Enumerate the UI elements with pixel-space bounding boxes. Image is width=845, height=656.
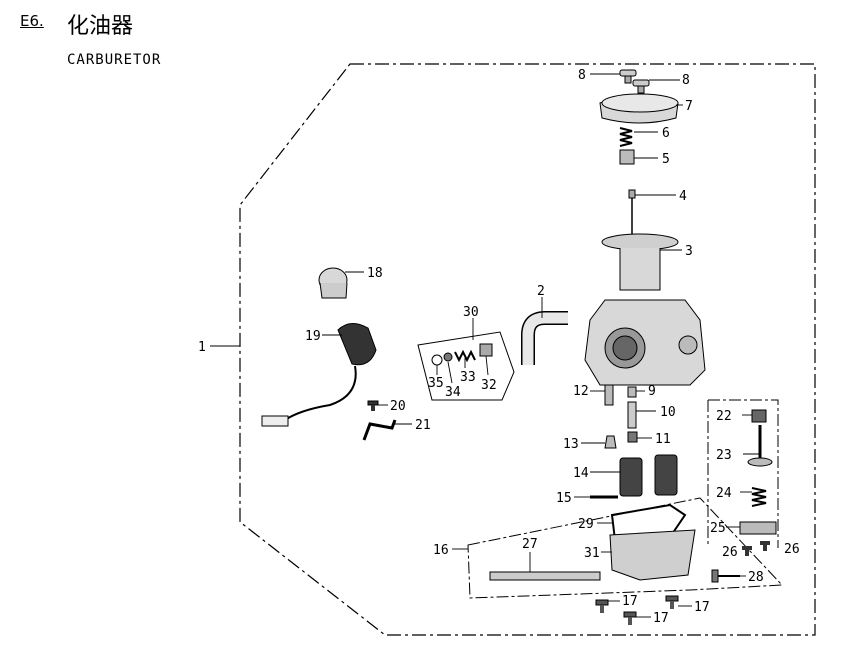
callout-1: 1 — [198, 340, 206, 355]
float-chamber-31 — [609, 529, 696, 581]
screw-26b — [760, 541, 770, 551]
callout-10: 10 — [660, 405, 676, 420]
screw-8a — [619, 69, 637, 84]
callout-8: 8 — [578, 68, 586, 83]
callout-16: 16 — [433, 543, 449, 558]
needle-jet-10 — [627, 401, 637, 429]
callout-6: 6 — [662, 126, 670, 141]
auto-choke-19 — [261, 323, 377, 427]
retainer-5 — [619, 149, 635, 165]
screw-17a — [595, 599, 609, 613]
piston-23 — [747, 425, 773, 467]
screw-26a — [742, 546, 752, 556]
callout-31: 31 — [584, 546, 600, 561]
leader-lines — [210, 73, 760, 618]
jet-needle-4 — [628, 189, 636, 235]
callout-26: 26 — [784, 542, 800, 557]
kit-box-30 — [417, 331, 515, 401]
callout-2: 2 — [537, 284, 545, 299]
callout-17: 17 — [622, 594, 638, 609]
tube-27 — [489, 571, 601, 581]
callout-7: 7 — [685, 99, 693, 114]
callout-27: 27 — [522, 537, 538, 552]
callout-35: 35 — [428, 376, 444, 391]
callout-13: 13 — [563, 437, 579, 452]
callout-25: 25 — [710, 521, 726, 536]
float-valve-13 — [604, 435, 617, 449]
callout-32: 32 — [481, 378, 497, 393]
callout-29: 29 — [578, 517, 594, 532]
callout-33: 33 — [460, 370, 476, 385]
screw-17b — [623, 611, 637, 625]
screw-28 — [711, 569, 740, 583]
callout-9: 9 — [648, 384, 656, 399]
spring-24 — [751, 487, 767, 507]
page-title-en: CARBURETOR — [67, 52, 162, 68]
callout-5: 5 — [662, 152, 670, 167]
hose-2 — [521, 311, 568, 365]
diaphragm-3 — [601, 233, 679, 291]
callout-14: 14 — [573, 466, 589, 481]
main-jet-11 — [627, 431, 638, 443]
page-title-zh: 化油器 — [67, 14, 134, 39]
callout-11: 11 — [655, 432, 671, 447]
callout-24: 24 — [716, 486, 732, 501]
kit-parts-30 — [431, 343, 493, 366]
jet-12 — [604, 384, 614, 406]
section-code: E6. — [20, 12, 44, 30]
jet-9 — [627, 386, 637, 398]
holder-25 — [739, 521, 777, 535]
callout-30: 30 — [463, 305, 479, 320]
callout-28: 28 — [748, 570, 764, 585]
cover-22 — [751, 409, 767, 423]
callout-4: 4 — [679, 189, 687, 204]
float-14 — [619, 454, 678, 497]
callout-19: 19 — [305, 329, 321, 344]
top-cap-7 — [599, 93, 679, 124]
bracket-21 — [362, 419, 397, 441]
callout-17: 17 — [694, 600, 710, 615]
callout-21: 21 — [415, 418, 431, 433]
callout-17: 17 — [653, 611, 669, 626]
callout-22: 22 — [716, 409, 732, 424]
callout-20: 20 — [390, 399, 406, 414]
choke-cap-18 — [318, 267, 348, 299]
callout-labels: 8 8 7 6 5 4 3 2 18 30 19 1 35 34 33 32 1… — [198, 68, 800, 626]
callout-23: 23 — [716, 448, 732, 463]
carburetor-body-1 — [584, 299, 706, 386]
callout-26: 26 — [722, 545, 738, 560]
callout-15: 15 — [556, 491, 572, 506]
kit-box-22 — [707, 399, 779, 548]
spring-6 — [619, 127, 633, 147]
screw-8b — [632, 79, 650, 94]
callout-8: 8 — [682, 73, 690, 88]
callout-12: 12 — [573, 384, 589, 399]
screw-17c — [665, 595, 679, 609]
callout-18: 18 — [367, 266, 383, 281]
callout-34: 34 — [445, 385, 461, 400]
screw-20 — [367, 400, 379, 411]
callout-3: 3 — [685, 244, 693, 259]
